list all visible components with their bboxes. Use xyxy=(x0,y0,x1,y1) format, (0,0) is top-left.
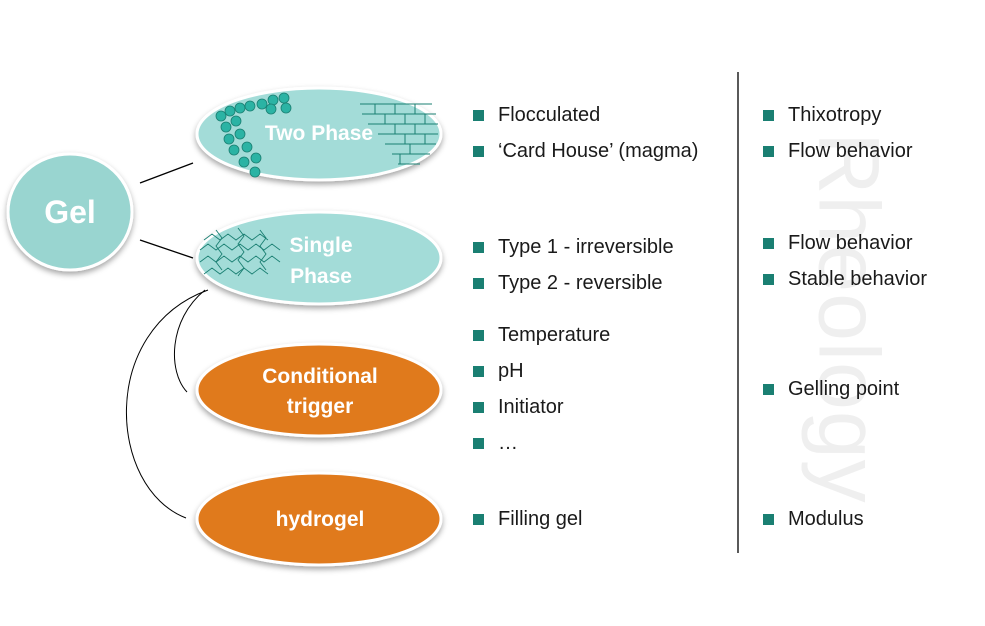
list-item: Stable behavior xyxy=(761,261,927,297)
hydrogel-types-list: Filling gel xyxy=(471,501,582,537)
list-item: Flow behavior xyxy=(761,225,927,261)
list-item: Type 1 - irreversible xyxy=(471,229,674,265)
connector-gel-two-phase xyxy=(139,162,194,184)
list-item: Flocculated xyxy=(471,97,698,133)
list-item: Type 2 - reversible xyxy=(471,265,674,301)
polymer-network-icon xyxy=(199,227,281,277)
single-phase-types-list: Type 1 - irreversible Type 2 - reversibl… xyxy=(471,229,674,301)
conditional-trigger-node xyxy=(195,342,443,438)
connector-single-conditional xyxy=(173,289,206,393)
conditional-trigger-rheology-list: Gelling point xyxy=(761,371,899,407)
list-item: Gelling point xyxy=(761,371,899,407)
two-phase-types-list: Flocculated ‘Card House’ (magma) xyxy=(471,97,698,169)
list-item: Filling gel xyxy=(471,501,582,537)
list-item: ‘Card House’ (magma) xyxy=(471,133,698,169)
conditional-trigger-label-line-1: Conditional xyxy=(262,365,377,388)
list-item: … xyxy=(471,425,610,461)
gel-label: Gel xyxy=(44,194,96,230)
hydrogel-label: hydrogel xyxy=(276,508,365,531)
list-item: Modulus xyxy=(761,501,864,537)
conditional-trigger-types-list: Temperature pH Initiator … xyxy=(471,317,610,461)
hydrogel-rheology-list: Modulus xyxy=(761,501,864,537)
two-phase-label: Two Phase xyxy=(265,122,373,145)
connector-single-hydrogel xyxy=(125,289,209,519)
list-item: Initiator xyxy=(471,389,610,425)
list-item: Flow behavior xyxy=(761,133,913,169)
list-item: Temperature xyxy=(471,317,610,353)
conditional-trigger-label-line-2: trigger xyxy=(287,395,354,418)
single-phase-label-line-2: Phase xyxy=(290,265,352,288)
connector-gel-single-phase xyxy=(139,239,194,259)
single-phase-label-line-1: Single xyxy=(289,234,352,257)
two-phase-rheology-list: Thixotropy Flow behavior xyxy=(761,97,913,169)
single-phase-rheology-list: Flow behavior Stable behavior xyxy=(761,225,927,297)
single-phase-node xyxy=(195,210,443,306)
gel-node xyxy=(6,152,134,272)
list-item: Thixotropy xyxy=(761,97,913,133)
card-house-pattern-icon xyxy=(360,103,438,165)
list-item: pH xyxy=(471,353,610,389)
hydrogel-node xyxy=(195,471,443,567)
particle-cluster-icon xyxy=(215,92,292,178)
